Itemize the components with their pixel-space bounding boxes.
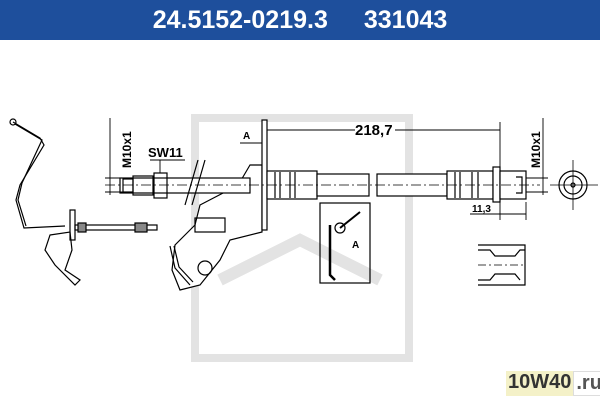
brake-hose <box>105 159 540 206</box>
installed-pipe-view <box>9 118 158 286</box>
end-view <box>550 160 598 210</box>
port-section-view <box>478 244 526 286</box>
watermark: 10W40.ru <box>506 371 600 396</box>
offset-dimension: 11,3 <box>472 204 491 215</box>
ref-number: 331043 <box>363 6 448 34</box>
detail-marker-a: A <box>243 131 250 142</box>
length-dimension: 218,7 <box>355 122 393 139</box>
dimension-lines <box>105 118 548 220</box>
detail-inset <box>319 202 371 284</box>
inset-label-a: A <box>352 240 359 251</box>
thread-right-label: M10x1 <box>529 131 543 168</box>
thread-left-label: M10x1 <box>120 131 134 168</box>
title-bar: 24.5152-0219.3 331043 <box>0 0 600 40</box>
wrench-size-label: SW11 <box>148 145 183 160</box>
part-number: 24.5152-0219.3 <box>152 6 328 34</box>
